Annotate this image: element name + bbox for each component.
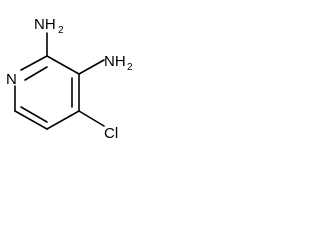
bond-c5-c6 [14, 110, 48, 130]
atom-subscript-amino-c2: 2 [58, 25, 64, 36]
double-bond-n1-c2-inner [24, 66, 48, 81]
bond-c3-nh2 [78, 59, 105, 75]
bond-c4-cl [78, 110, 105, 127]
atom-label-amino-c3: NH [104, 53, 126, 70]
bond-n1-c2 [20, 55, 48, 71]
bond-c2-c3 [46, 55, 80, 75]
molecule-structure: N NH 2 NH 2 Cl [6, 16, 133, 142]
bond-c4-c5 [46, 110, 80, 130]
atom-label-amino-c2: NH [34, 16, 56, 33]
atom-label-chloro-c4: Cl [104, 125, 118, 142]
atom-label-n1: N [6, 71, 17, 88]
double-bond-c5-c6-inner [20, 106, 48, 123]
atom-subscript-amino-c3: 2 [127, 62, 133, 73]
